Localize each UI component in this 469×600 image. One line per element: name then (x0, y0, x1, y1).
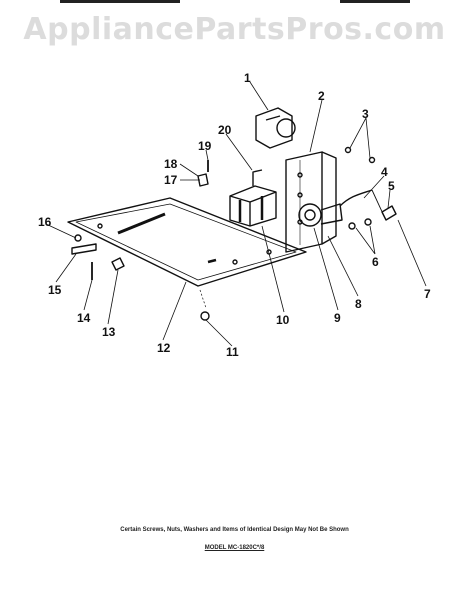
callout-2: 2 (318, 89, 325, 103)
base-plate (67, 197, 307, 287)
site-watermark: AppliancePartsPros.com (23, 12, 446, 47)
callout-labels: 1 2 3 4 5 6 7 8 9 10 11 12 13 14 15 16 1… (38, 71, 431, 359)
callout-16: 16 (38, 215, 52, 229)
callout-10: 10 (276, 313, 290, 327)
leader-lines (45, 81, 427, 347)
callout-4: 4 (381, 165, 388, 179)
callout-8: 8 (355, 297, 362, 311)
callout-3: 3 (362, 107, 369, 121)
callout-20: 20 (218, 123, 232, 137)
callout-14: 14 (77, 311, 91, 325)
callout-19: 19 (198, 139, 212, 153)
callout-1: 1 (244, 71, 251, 85)
callout-12: 12 (157, 341, 171, 355)
callout-13: 13 (102, 325, 116, 339)
callout-7: 7 (424, 287, 431, 301)
callout-11: 11 (226, 345, 239, 359)
callout-9: 9 (334, 311, 341, 325)
callout-18: 18 (164, 157, 178, 171)
callout-5: 5 (388, 179, 395, 193)
motor (298, 203, 343, 227)
top-edge-rule-right (340, 0, 410, 3)
model-number: MODEL MC-1820C*/8 (204, 545, 265, 551)
top-edge-rule-left (60, 0, 180, 3)
transformer (229, 169, 277, 227)
clip-bracket (71, 243, 97, 255)
cord (339, 189, 373, 207)
callout-17: 17 (164, 173, 178, 187)
plug (381, 205, 397, 221)
callout-6: 6 (372, 255, 379, 269)
callout-15: 15 (48, 283, 62, 297)
footer-note: Certain Screws, Nuts, Washers and Items … (120, 527, 349, 533)
fan-motor (255, 107, 296, 149)
